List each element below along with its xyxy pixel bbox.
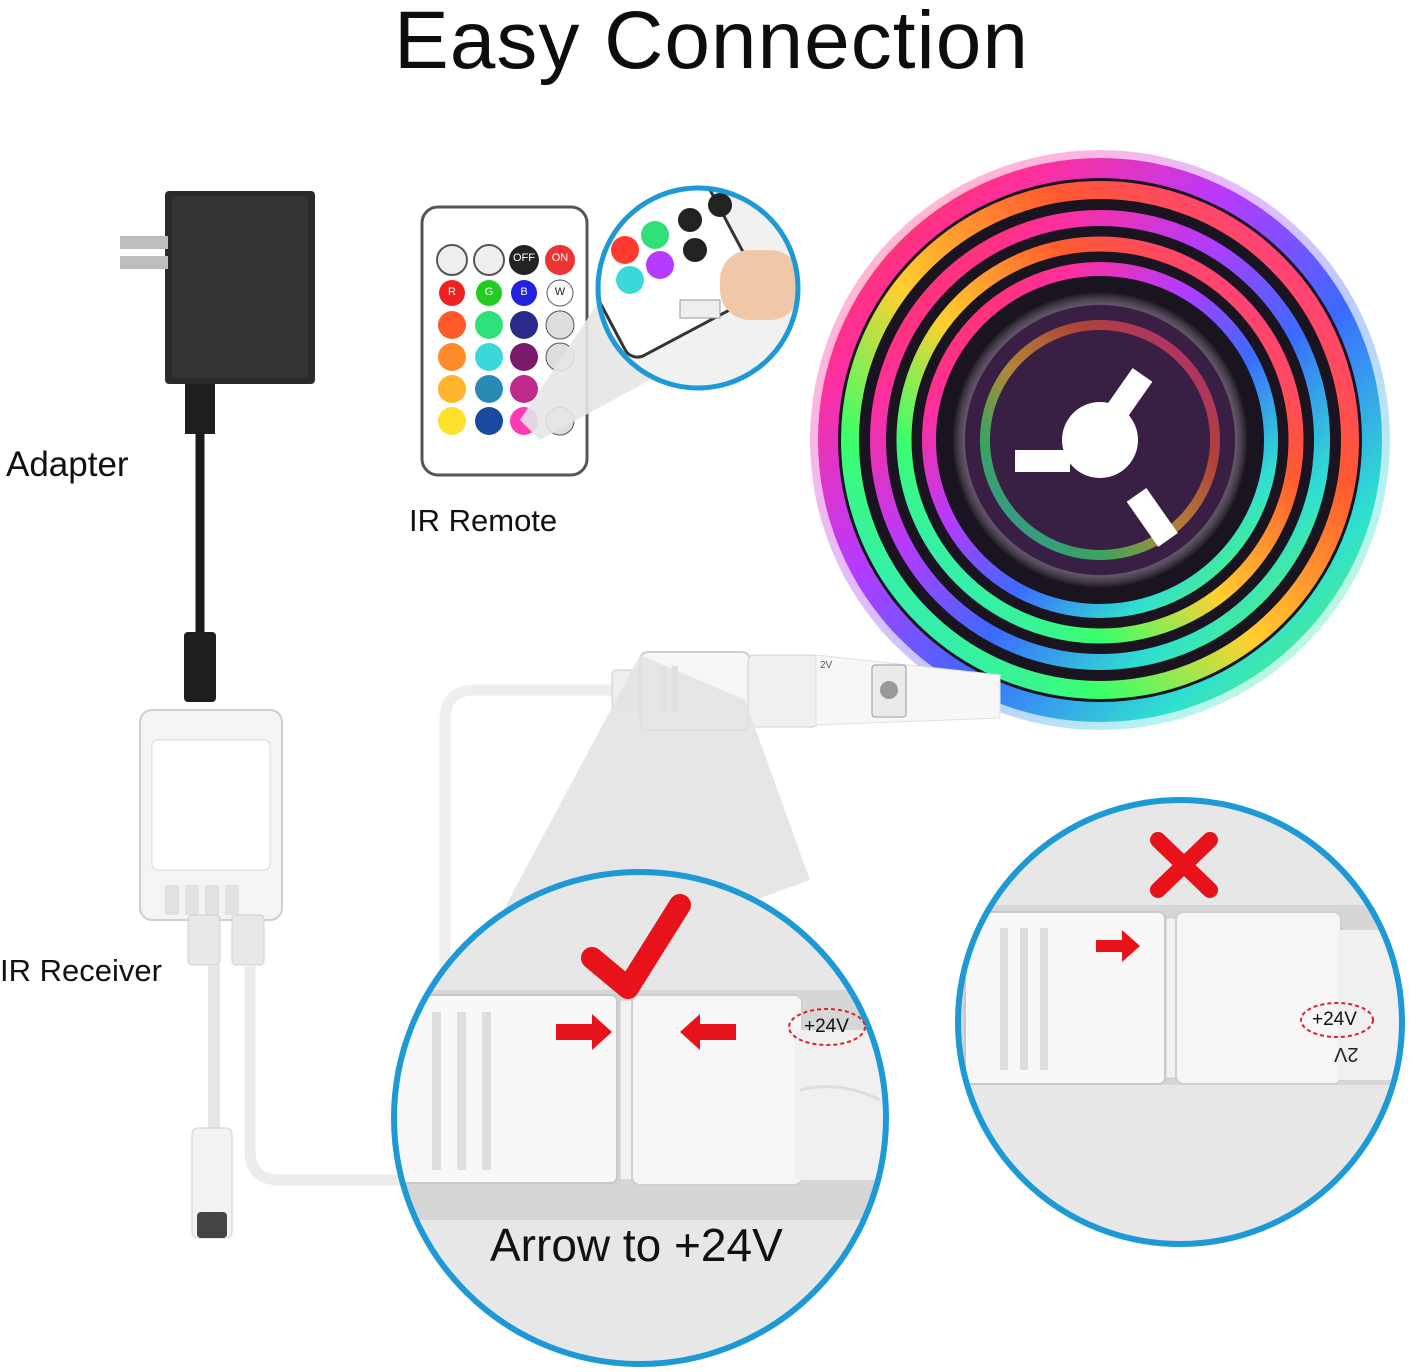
led-strip-reel (810, 150, 1390, 730)
correct-connection-zoom (391, 869, 889, 1367)
wrong-connection-zoom (955, 797, 1405, 1247)
ir-remote-device (420, 205, 589, 477)
wrong-mirrored-mark: 2V (1334, 1043, 1359, 1065)
strip-mark: 2V (820, 660, 833, 671)
remote-r-label: R (448, 286, 456, 298)
adapter-label: Adapter (6, 445, 129, 484)
remote-g-label: G (484, 286, 494, 298)
ir-receiver (139, 709, 400, 1239)
remote-w-label: W (554, 286, 566, 298)
wrong-voltage-mark: +24V (1312, 1009, 1357, 1030)
correct-caption: Arrow to +24V (490, 1219, 783, 1271)
page-title: Easy Connection (394, 0, 1029, 86)
ir-remote-label: IR Remote (409, 503, 558, 538)
ir-receiver-label: IR Receiver (0, 953, 162, 988)
remote-off-label: OFF (513, 252, 535, 264)
remote-on-label: ON (551, 252, 569, 264)
correct-voltage-mark: +24V (804, 1016, 849, 1037)
adapter (120, 191, 315, 702)
remote-b-label: B (520, 286, 528, 298)
